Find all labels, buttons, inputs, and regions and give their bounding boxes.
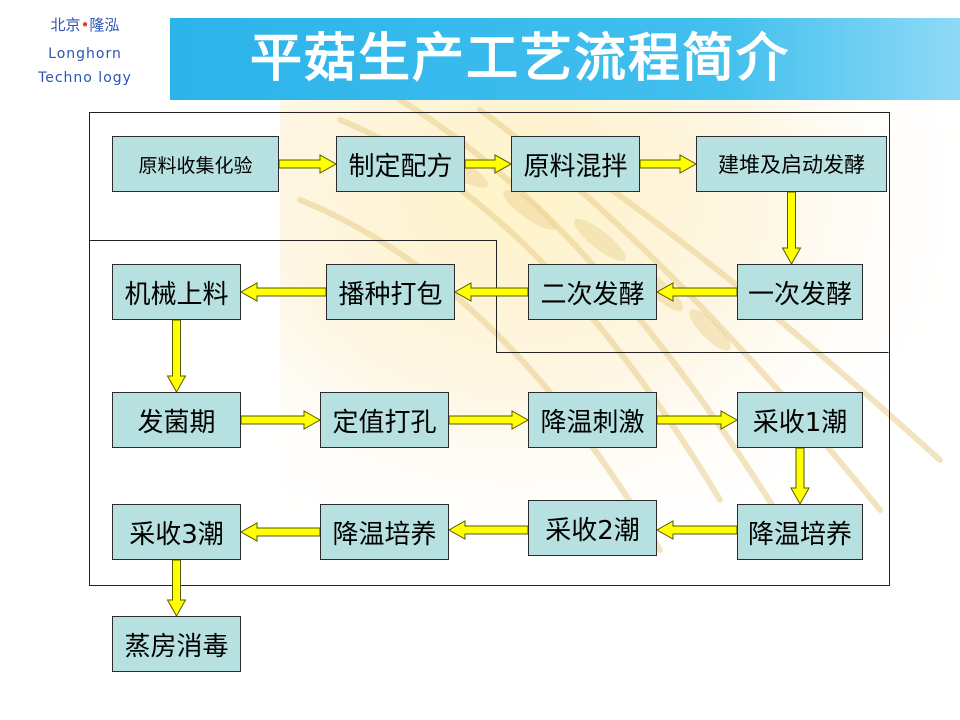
logo-city: 北京 [50,16,81,34]
logo-chinese-name: 北京•隆泓 [0,14,170,35]
flow-arrow-3 [639,154,698,174]
flow-step-11: 降温刺激 [528,392,657,448]
flow-arrow-13 [655,520,738,540]
flow-arrow-6 [453,282,529,302]
logo-brand: 隆泓 [89,16,120,34]
flow-step-2: 制定配方 [336,136,465,192]
logo-dot: • [80,16,90,34]
flow-arrow-8 [166,319,187,394]
flow-step-1: 原料收集化验 [112,136,279,192]
flow-arrow-16 [166,559,187,618]
flow-step-16: 采收3潮 [112,504,241,560]
logo-english-line2: Techno logy [38,70,132,86]
flow-step-13: 降温培养 [737,504,863,560]
flow-arrow-12 [790,447,810,506]
flow-step-3: 原料混拌 [511,136,640,192]
flow-step-12: 采收1潮 [737,392,863,448]
flow-arrow-2 [464,154,513,174]
flow-arrow-11 [656,410,739,430]
flow-arrow-1 [278,154,338,174]
flow-step-8: 机械上料 [112,264,241,320]
flow-arrow-14 [447,520,529,540]
flow-step-15: 降温培养 [320,504,449,560]
flow-step-4: 建堆及启动发酵 [696,136,887,192]
flow-step-14: 采收2潮 [528,500,657,556]
flow-arrow-4 [781,191,802,266]
logo-english-line1: Longhorn [48,46,122,62]
flow-step-10: 定值打孔 [320,392,449,448]
flow-step-7: 播种打包 [326,264,455,320]
flow-arrow-5 [655,282,738,302]
flow-arrow-9 [240,410,322,430]
flow-arrow-10 [448,410,530,430]
flow-arrow-15 [239,522,321,542]
page-title: 平菇生产工艺流程简介 [250,29,791,89]
flow-step-6: 二次发酵 [528,264,657,320]
flow-arrow-7 [239,282,327,302]
flow-step-9: 发菌期 [112,392,241,448]
outer-frame [89,112,890,586]
title-bar: 平菇生产工艺流程简介 [170,18,960,100]
flow-step-5: 一次发酵 [737,264,863,320]
flow-step-17: 蒸房消毒 [112,616,241,672]
company-logo: 北京•隆泓 Longhorn Techno logy [0,0,170,100]
